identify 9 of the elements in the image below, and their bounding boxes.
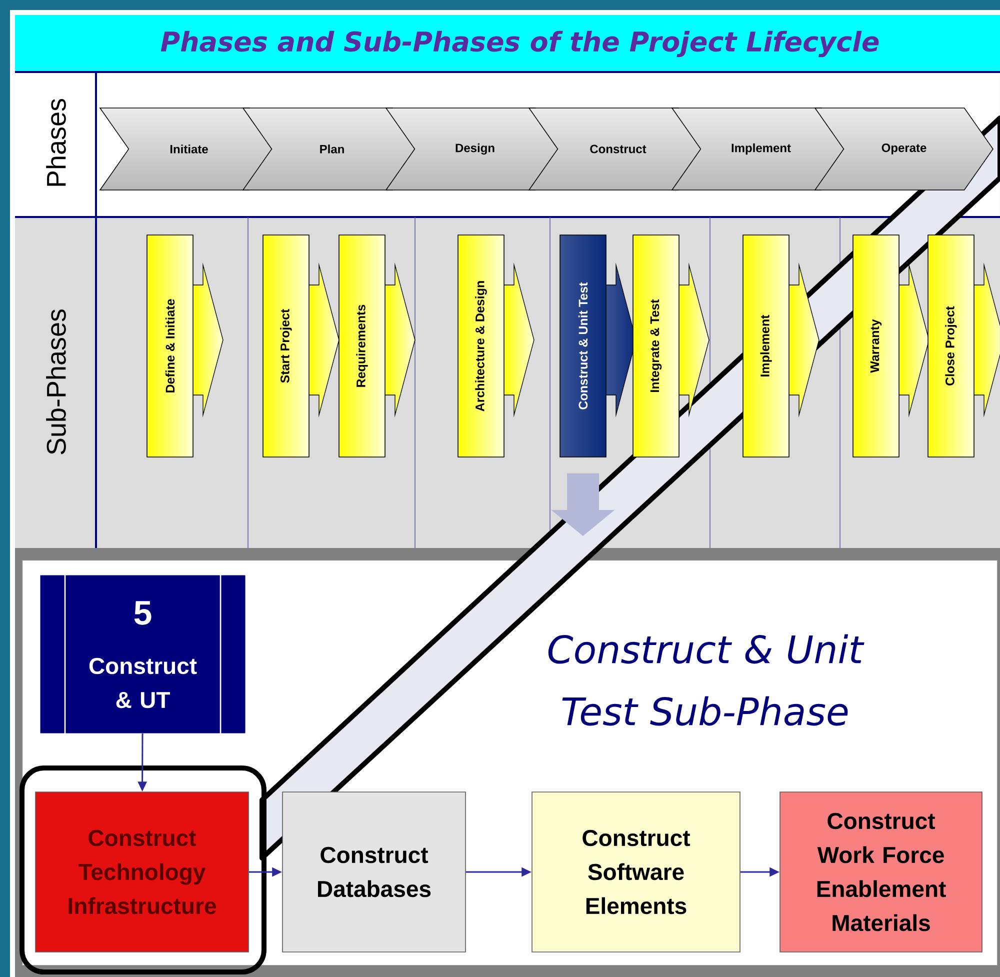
process-box: Construct Technology Infrastructure	[35, 792, 249, 952]
process-box: Construct Software Elements	[532, 792, 740, 952]
row-header: Sub-Phases	[46, 309, 66, 454]
process-box: Construct Databases	[282, 792, 466, 952]
title: Phases and Sub-Phases of the Project Lifecycle	[160, 30, 879, 58]
step-box: 5 Construct & UT	[40, 574, 246, 734]
panel-heading: Construct & Unit Test Sub-Phase	[548, 634, 864, 726]
process-box: Construct Work Force Enablement Materials	[780, 792, 982, 952]
row-header: Phases	[46, 98, 66, 186]
